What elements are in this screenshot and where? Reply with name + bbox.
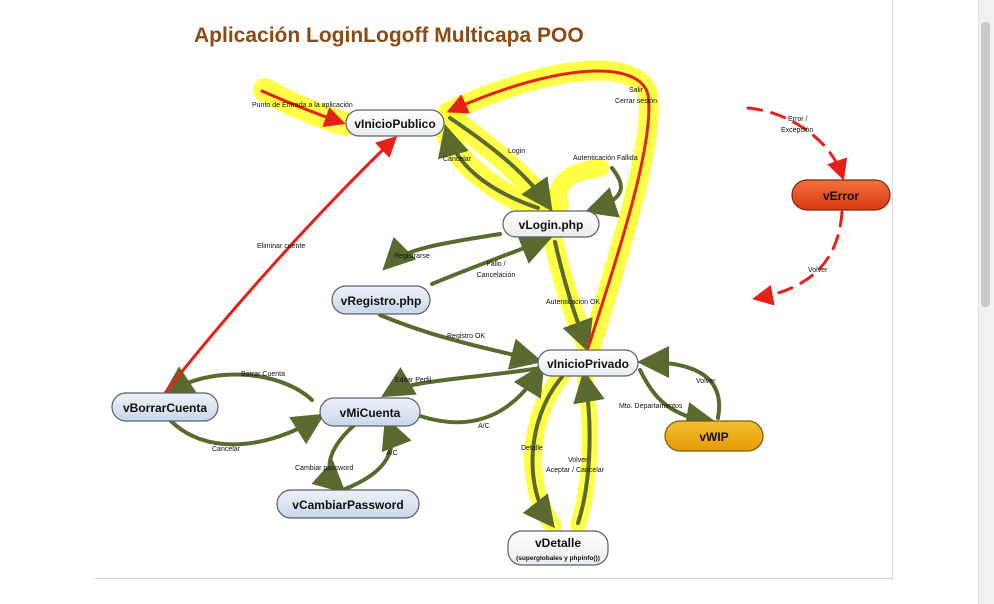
label-ac-mi-cuenta: A/C — [478, 423, 490, 430]
label-borrar-cuenta: Borrar Cuenta — [241, 371, 285, 378]
svg-text:vDetalle: vDetalle — [535, 536, 581, 550]
label-volver-detalle: Volver — [568, 457, 588, 464]
arrow-cambiar-password — [311, 420, 360, 494]
arrow-volver-wip — [637, 346, 722, 420]
arrow-registrarse — [382, 232, 502, 271]
svg-text:vInicioPublico: vInicioPublico — [354, 117, 435, 131]
label-eliminar-cuenta: Eliminar cuente — [257, 243, 305, 250]
node-vinicio-publico: vInicioPublico — [345, 109, 445, 137]
error-dashed-arrows — [746, 106, 848, 306]
node-vdetalle: vDetalle (superglobales y phpinfo()) — [507, 530, 609, 566]
arrow-detalle — [522, 375, 564, 529]
label-cambiar-password: Cambiar password — [295, 465, 353, 472]
label-volver-wip: Volver — [696, 378, 716, 385]
arrow-mto-departamentos — [638, 368, 718, 434]
diagram-title: Aplicación LoginLogoff Multicapa POO — [194, 24, 584, 47]
arrow-ac-mi-cuenta — [418, 363, 545, 425]
arrow-salir — [446, 69, 651, 350]
arrow-ac-password — [343, 416, 412, 491]
highlight-auth-fail — [549, 159, 609, 214]
red-arrows — [163, 69, 651, 395]
node-verror: vError — [791, 179, 891, 211]
svg-text:vInicioPrivado: vInicioPrivado — [547, 357, 629, 371]
label-cancelacion: Cancelación — [477, 272, 516, 279]
arrow-entry-point — [260, 89, 346, 127]
label-excepcion: Excepción — [781, 127, 813, 134]
label-aceptar-cancelar: Aceptar / Cancelar — [546, 467, 605, 474]
node-vwip: vWIP — [664, 420, 764, 452]
label-login: Login — [508, 148, 525, 155]
label-salir: Salir — [629, 87, 644, 94]
label-registrarse: Registrarse — [394, 253, 430, 260]
label-volver-error: Volver — [808, 267, 828, 274]
edge-labels: Punto de Entrada a la aplicación Salir C… — [212, 87, 828, 474]
label-auth-ok: Autenticación OK — [546, 299, 600, 306]
arrow-registro-ok — [378, 313, 543, 370]
node-vcambiar-password: vCambiarPassword — [276, 489, 420, 519]
svg-text:vLogin.php: vLogin.php — [519, 218, 584, 232]
svg-text:vError: vError — [823, 189, 859, 203]
arrow-fallo-cancelacion — [430, 234, 553, 286]
arrow-volver-detalle — [573, 370, 605, 525]
arrow-cancelar-top — [437, 124, 540, 210]
flow-arrows — [161, 116, 722, 529]
node-vinicio-privado: vInicioPrivado — [537, 349, 639, 377]
page-frame-right-border — [892, 0, 893, 580]
highlight-layer — [253, 60, 659, 534]
arrow-borrar-cuenta — [161, 366, 314, 402]
label-mto-departamentos: Mto. Departamentos — [619, 403, 683, 410]
label-entry-point: Punto de Entrada a la aplicación — [252, 102, 353, 109]
arrow-error-excepcion — [746, 106, 848, 181]
label-fallo: Fallo / — [486, 261, 505, 268]
label-registro-ok: Registro OK — [447, 333, 485, 340]
arrow-volver-error — [752, 210, 844, 306]
svg-text:vCambiarPassword: vCambiarPassword — [292, 498, 403, 512]
svg-text:vMiCuenta: vMiCuenta — [340, 406, 401, 420]
svg-text:vRegistro.php: vRegistro.php — [341, 294, 422, 308]
label-editar-perfil: Editar Perfil — [395, 377, 432, 384]
label-cancelar-top: Cancelar — [443, 156, 472, 163]
label-cerrar-sesion: Cerrar sesión — [615, 98, 657, 105]
svg-text:vWIP: vWIP — [699, 430, 728, 444]
svg-text:vBorrarCuenta: vBorrarCuenta — [123, 401, 207, 415]
node-vlogin: vLogin.php — [502, 210, 600, 238]
label-detalle: Detalle — [521, 445, 543, 452]
label-cancelar-bottom: Cancelar — [212, 446, 241, 453]
arrow-eliminar-cuenta — [163, 135, 398, 395]
label-error: Error / — [788, 116, 808, 123]
node-vregistro: vRegistro.php — [331, 285, 431, 315]
arrow-auth-fail — [584, 166, 623, 218]
svg-text:(superglobales y phpinfo()): (superglobales y phpinfo()) — [516, 555, 600, 562]
arrow-auth-ok — [553, 240, 593, 353]
arrow-cancelar-bottom — [166, 413, 325, 447]
scrollbar-thumb[interactable] — [981, 22, 990, 307]
node-vmi-cuenta: vMiCuenta — [319, 397, 421, 427]
label-auth-fallida: Autenticación Fallida — [573, 155, 638, 162]
node-vborrar-cuenta: vBorrarCuenta — [111, 392, 219, 422]
page-frame-bottom-border — [95, 578, 893, 579]
label-ac-password: A/C — [386, 450, 398, 457]
